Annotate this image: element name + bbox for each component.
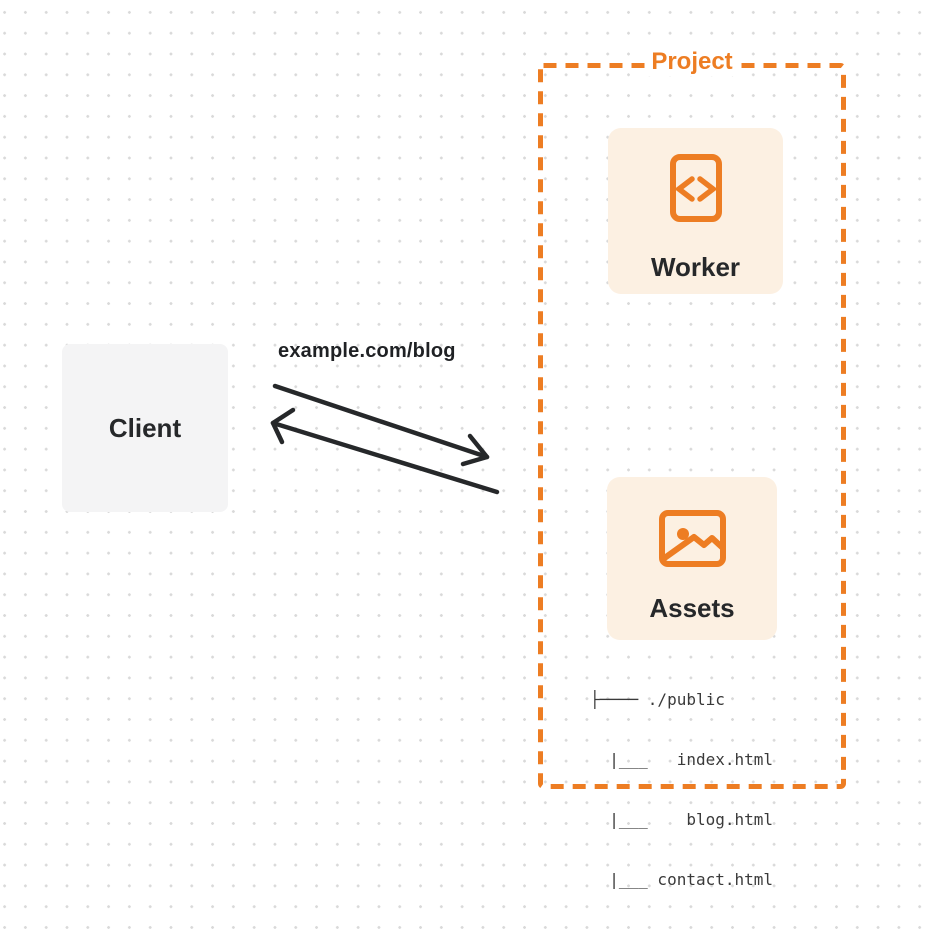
client-label: Client (108, 412, 182, 443)
diagram-canvas: { "diagram": { "client": { "label": "Cli… (0, 0, 938, 889)
request-arrow (272, 383, 490, 467)
client-node: Client (62, 344, 228, 512)
worker-node: Worker (608, 128, 783, 294)
file-tree-line: |___ contact.html (590, 870, 774, 889)
image-icon (658, 510, 726, 567)
request-url-label: example.com/blog (278, 340, 456, 362)
file-tree-line: |___ blog.html (590, 810, 774, 829)
project-boundary: Project Worker Assets ├──── ./public |__… (538, 48, 846, 889)
project-label: Project (646, 48, 738, 76)
dashed-border (538, 63, 846, 789)
request-response-arrows (270, 383, 500, 495)
response-arrow (270, 407, 500, 495)
assets-file-tree: ├──── ./public |___ index.html |___ blog… (590, 650, 773, 930)
worker-label: Worker (650, 252, 741, 282)
arrowhead-left-icon (270, 407, 296, 445)
arrowhead-right-icon (460, 433, 490, 467)
file-tree-line: |___ index.html (590, 750, 774, 769)
assets-node: Assets (607, 477, 777, 640)
assets-label: Assets (649, 593, 735, 623)
file-tree-line: ├──── ./public (590, 690, 725, 709)
code-file-icon (669, 154, 722, 222)
